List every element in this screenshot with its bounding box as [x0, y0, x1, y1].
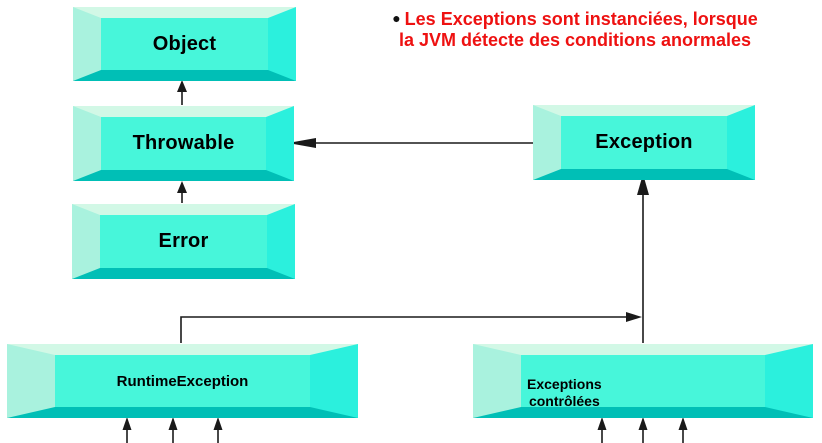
error-class-box: Error	[72, 204, 295, 279]
checked-exceptions-label-line2: contrôlées	[528, 393, 600, 409]
arrowhead-left-icon	[288, 138, 316, 148]
checked-exceptions-label: Exceptions contrôlées	[527, 376, 602, 410]
throwable-class-box: Throwable	[73, 106, 294, 181]
throwable-class-label: Throwable	[132, 132, 235, 154]
arrowhead-up-icon	[122, 417, 132, 430]
arrowhead-up-icon	[177, 80, 187, 92]
annotation-line1: Les Exceptions sont instanciées, lorsque	[404, 9, 758, 29]
arrowhead-up-icon	[168, 417, 178, 430]
runtime-exception-class-box: RuntimeException	[7, 344, 358, 418]
checked-exceptions-label-line1: Exceptions	[527, 376, 602, 392]
error-class-label: Error	[158, 230, 209, 252]
arrow-checked-to-exception	[637, 174, 649, 343]
arrow-throwable-to-object	[177, 80, 187, 105]
arrowhead-right-icon	[626, 312, 642, 322]
subclass-arrows-into-runtime-exception	[122, 417, 223, 443]
arrowhead-up-icon	[597, 417, 607, 430]
object-class-label: Object	[152, 32, 217, 55]
object-class-box: Object	[73, 7, 296, 81]
checked-exceptions-box: Exceptions contrôlées	[473, 344, 813, 418]
annotation-note: ●Les Exceptions sont instanciées, lorsqu…	[330, 8, 820, 51]
arrowhead-up-icon	[177, 181, 187, 193]
arrow-runtime-to-exception-elbow	[180, 312, 642, 343]
subclass-arrows-into-checked-exceptions	[597, 417, 688, 443]
arrow-error-to-throwable	[177, 181, 187, 203]
arrowhead-up-icon	[638, 417, 648, 430]
connector-line	[180, 316, 627, 343]
exception-class-label: Exception	[595, 131, 693, 153]
bullet-icon: ●	[392, 10, 401, 26]
arrow-exception-to-throwable	[288, 138, 533, 148]
arrowhead-up-icon	[678, 417, 688, 430]
annotation-line2: la JVM détecte des conditions anormales	[398, 30, 752, 50]
runtime-exception-class-label: RuntimeException	[116, 372, 249, 390]
arrowhead-up-icon	[213, 417, 223, 430]
arrowhead-up-icon	[637, 174, 649, 195]
exception-class-box: Exception	[533, 105, 755, 180]
